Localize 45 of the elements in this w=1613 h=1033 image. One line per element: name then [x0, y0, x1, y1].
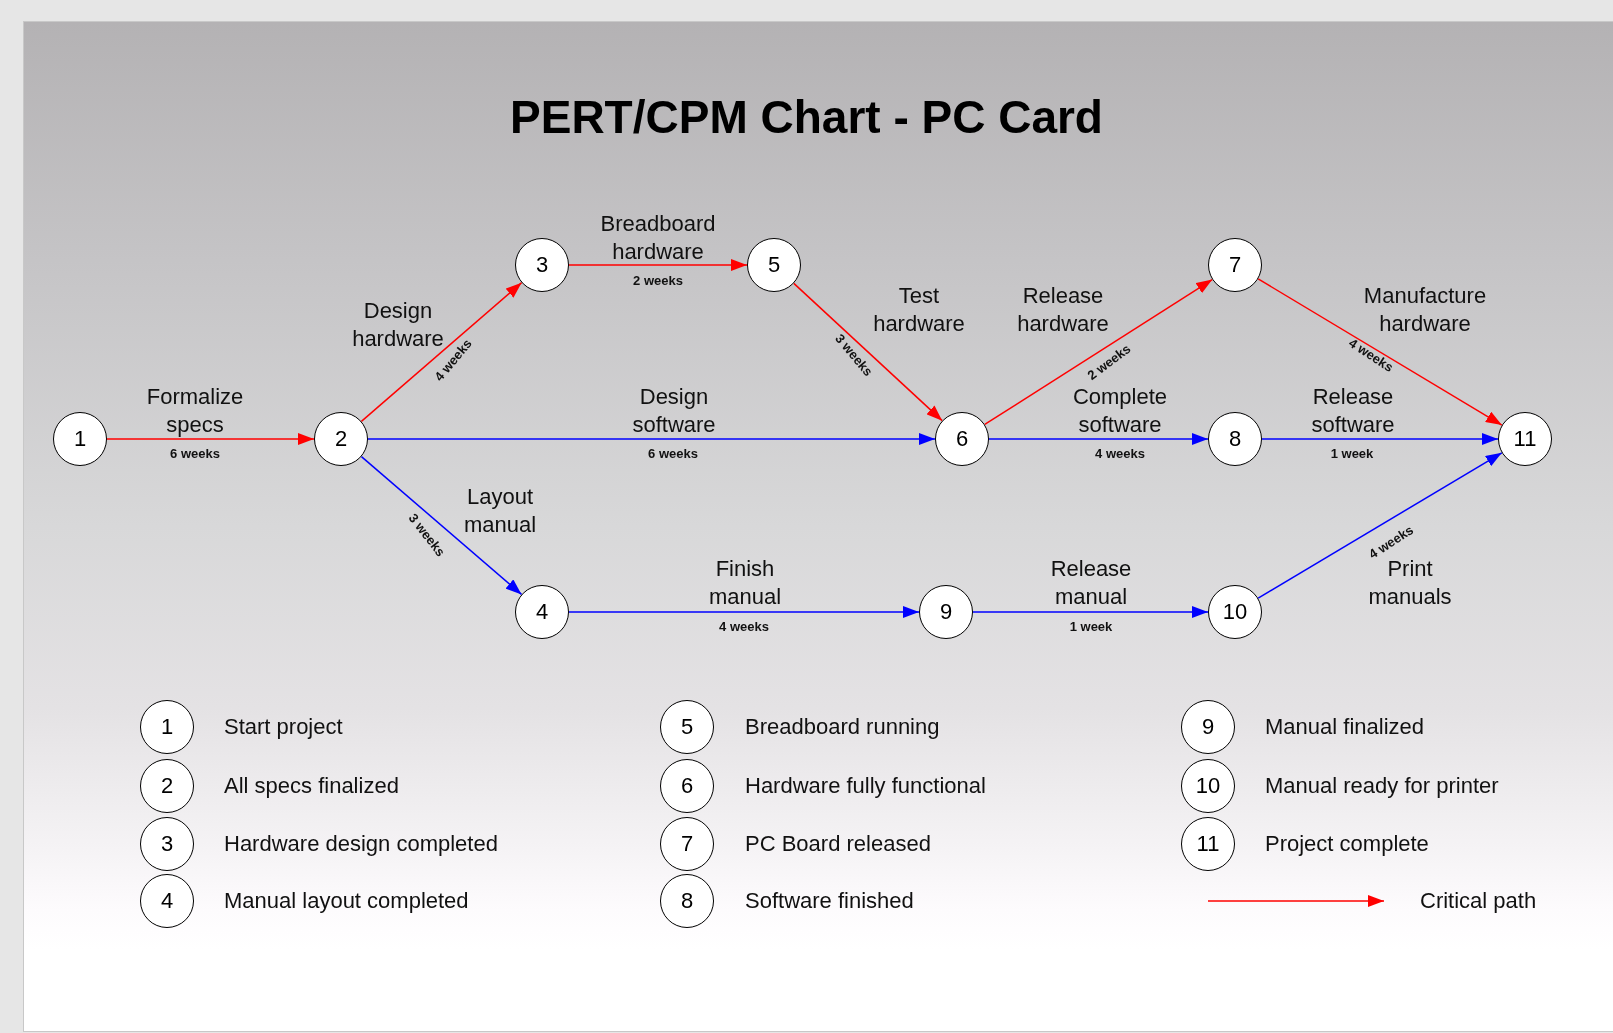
activity-label: Manufacture hardware [1362, 282, 1488, 338]
activity-label: Complete software [1071, 383, 1169, 439]
activity-label: Formalize specs [145, 383, 245, 439]
event-description: Hardware design completed [224, 831, 498, 857]
arrow [568, 606, 920, 618]
event-description: Manual ready for printer [1265, 773, 1499, 799]
arrow [984, 278, 1213, 426]
event-description: Hardware fully functional [745, 773, 986, 799]
arrow [568, 259, 748, 271]
arrow [1257, 278, 1503, 426]
legend-label: Critical path [1420, 888, 1537, 914]
event-description: Manual layout completed [224, 888, 469, 914]
duration-label: 2 weeks [633, 272, 683, 288]
activity-label: Release hardware [1016, 282, 1110, 338]
duration-label: 6 weeks [648, 445, 698, 461]
arrow [106, 433, 315, 445]
event-description: Project complete [1265, 831, 1429, 857]
arrow [1257, 452, 1503, 599]
duration-label: 1 week [1069, 618, 1113, 634]
arrow [972, 606, 1209, 618]
arrow [360, 455, 523, 596]
activity-label: Print manuals [1367, 556, 1453, 611]
chart-title: PERT/CPM Chart - PC Card [509, 90, 1104, 144]
arrow [793, 282, 943, 422]
arrow [988, 433, 1209, 445]
duration-label: 6 weeks [170, 445, 220, 461]
duration-label: 4 weeks [1095, 445, 1145, 461]
activity-label: Design software [631, 383, 717, 439]
activity-label: Finish manual [707, 555, 783, 611]
arrow [360, 281, 523, 423]
duration-label: 4 weeks [719, 618, 769, 634]
activity-label: Breadboard hardware [599, 210, 717, 266]
event-description: Software finished [745, 888, 914, 914]
duration-label: 1 week [1330, 445, 1374, 461]
activity-label: Layout manual [462, 483, 538, 539]
activity-label: Release manual [1049, 555, 1133, 611]
arrow [367, 433, 936, 445]
event-description: PC Board released [745, 831, 931, 857]
event-description: Breadboard running [745, 714, 940, 740]
arrow [1261, 433, 1499, 445]
activity-label: Release software [1310, 383, 1396, 439]
event-description: Manual finalized [1265, 714, 1424, 740]
activity-label: Test hardware [872, 282, 966, 338]
event-description: Start project [224, 714, 343, 740]
event-description: All specs finalized [224, 773, 399, 799]
